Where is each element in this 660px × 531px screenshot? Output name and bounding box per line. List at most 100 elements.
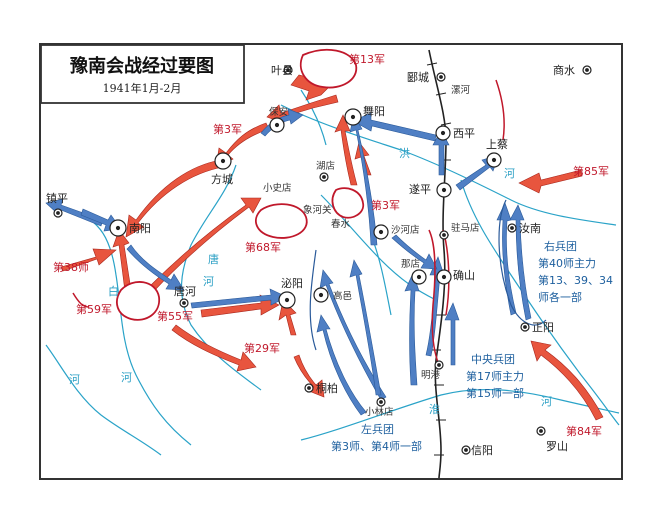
svg-text:中央兵团: 中央兵团 xyxy=(471,353,515,366)
cn-arrow-right-2 xyxy=(509,204,532,321)
jp-blob-center xyxy=(331,187,365,219)
cn-arrow-nanyang-tanghe xyxy=(126,244,185,291)
map-title: 豫南会战经过要图 xyxy=(70,55,214,77)
svg-text:左兵团: 左兵团 xyxy=(361,423,394,436)
jp-blob-13 xyxy=(299,48,358,89)
jp-blob-68 xyxy=(255,203,308,239)
left-group-label: 左兵团 第3师、第4师一部 xyxy=(331,423,422,453)
city-nadian: 那店 xyxy=(401,258,420,270)
unit-j13: 第13军 xyxy=(349,52,385,66)
river-mid xyxy=(370,234,392,316)
river-label-hong: 洪 xyxy=(399,146,410,160)
city-bao-an: 保安 xyxy=(269,106,288,118)
svg-text:第15师一部: 第15师一部 xyxy=(466,386,524,400)
city-minggang: 明港 xyxy=(421,369,441,381)
cn-arrow-left-3 xyxy=(349,259,382,396)
city-gaoyi: 高邑 xyxy=(333,290,352,302)
unit-j68: 第68军 xyxy=(245,240,281,254)
unit-j55: 第55军 xyxy=(157,309,193,323)
river-bai xyxy=(70,209,192,446)
city-yexian: 叶县 xyxy=(271,64,293,77)
svg-text:师各一部: 师各一部 xyxy=(538,290,582,304)
city-fangcheng: 方城 xyxy=(211,172,233,186)
jp-arrow-29b xyxy=(293,354,325,398)
japanese-arrows xyxy=(60,62,604,421)
river-label-tang-he: 河 xyxy=(203,275,214,288)
jp-arrow-tanghe-e xyxy=(200,294,280,318)
map-frame: 豫南会战经过要图 1941年1月-2月 xyxy=(39,43,623,480)
chinese-group-labels: 右兵团 第40师主力 第13、39、34 师各一部 中央兵团 第17师主力 第1… xyxy=(331,239,613,453)
river-ru xyxy=(460,179,620,426)
unit-j3a: 第3军 xyxy=(213,122,242,136)
cn-arrow-left-2 xyxy=(316,314,367,416)
jp-arrow-fangcheng xyxy=(125,159,224,238)
jp-arrow-84 xyxy=(530,340,604,421)
cn-arrow-center-2 xyxy=(444,302,460,366)
city-shahedian: 沙河店 xyxy=(391,224,420,236)
unit-j29: 第29军 xyxy=(244,341,280,355)
river-label-hong-he: 河 xyxy=(504,167,515,180)
map-subtitle: 1941年1月-2月 xyxy=(103,81,182,95)
city-zhumadian: 驻马店 xyxy=(451,222,480,234)
svg-text:第40师主力: 第40师主力 xyxy=(538,256,596,270)
cn-arrow-nanyang-west xyxy=(45,198,104,227)
title-box: 豫南会战经过要图 1941年1月-2月 xyxy=(41,45,245,104)
chinese-arrows xyxy=(45,108,532,416)
svg-text:右兵团: 右兵团 xyxy=(544,239,577,253)
river-label-tang: 唐 xyxy=(208,252,219,266)
svg-text:第13、39、34: 第13、39、34 xyxy=(538,273,613,287)
jp-arrow-j38 xyxy=(60,248,117,272)
jp-arrow-85 xyxy=(518,169,583,194)
japanese-unit-labels: 第13军 第3军 第3军 第68军 第38师 第59军 第55军 第29军 第8… xyxy=(53,52,609,438)
svg-text:第3师、第4师一部: 第3师、第4师一部 xyxy=(331,439,422,453)
jp-arrow-68 xyxy=(150,197,262,292)
unit-j3b: 第3军 xyxy=(371,198,400,212)
battle-map: 豫南会战经过要图 1941年1月-2月 xyxy=(41,45,620,478)
unit-j84: 第84军 xyxy=(566,424,602,438)
river-tang xyxy=(181,164,262,391)
river-huai xyxy=(300,388,620,441)
cn-arrow-xiping-wuyang xyxy=(352,112,437,142)
city-biyang: 泌阳 xyxy=(281,277,303,290)
river-label-bai: 白 xyxy=(108,284,119,298)
city-runan: 汝南 xyxy=(519,221,541,235)
chinese-outlines xyxy=(309,199,547,351)
city-marker xyxy=(53,65,592,455)
cn-arrow-center-1 xyxy=(404,272,420,386)
city-markers xyxy=(53,65,592,455)
city-suiping: 遂平 xyxy=(409,182,431,196)
city-nanyang: 南阳 xyxy=(129,222,151,235)
city-shangshui: 商水 xyxy=(553,63,575,77)
river-label-bai-he: 河 xyxy=(121,371,132,384)
river-label-huai-he: 河 xyxy=(541,395,552,408)
city-tanghe: 唐河 xyxy=(174,284,196,298)
jp-blob-59 xyxy=(116,281,160,321)
city-chunshui: 春水 xyxy=(331,218,351,230)
rivers xyxy=(45,89,620,456)
river-labels: 洪 河 唐 白 河 河 河 淮 河 xyxy=(69,146,552,416)
city-shangcai: 上蔡 xyxy=(486,138,508,151)
river-label-huai: 淮 xyxy=(429,403,440,416)
city-laojie: 湖店 xyxy=(316,160,335,172)
river-upper xyxy=(300,89,327,146)
right-group-label: 右兵团 第40师主力 第13、39、34 师各一部 xyxy=(538,239,613,304)
city-luohe: 漯河 xyxy=(451,84,471,96)
city-luoshan: 罗山 xyxy=(546,440,568,453)
city-labels: 叶县 郾城 漯河 商水 保安 舞阳 西平 上蔡 方城 镇平 南阳 小史店 湖店 … xyxy=(46,63,575,457)
city-zhenping: 镇平 xyxy=(46,191,68,205)
city-xiaolindian: 小林店 xyxy=(365,406,394,418)
center-group-label: 中央兵团 第17师主力 第15师一部 xyxy=(466,353,524,400)
unit-j59: 第59军 xyxy=(76,302,112,316)
city-zhengyang: 正阳 xyxy=(532,321,554,334)
city-yancheng: 郾城 xyxy=(407,71,429,84)
city-wuyang: 舞阳 xyxy=(363,105,385,118)
unit-j38: 第38师 xyxy=(53,260,89,274)
city-xinyang: 信阳 xyxy=(471,444,493,457)
river-left xyxy=(45,344,162,456)
city-queshan: 确山 xyxy=(453,269,475,282)
river-label-left-he: 河 xyxy=(69,373,80,386)
city-xiaoshidian: 小史店 xyxy=(263,182,292,194)
city-tongbai: 桐柏 xyxy=(316,381,338,395)
city-xiping: 西平 xyxy=(453,127,475,140)
jp-arrow-wuyang-n1 xyxy=(334,114,358,186)
